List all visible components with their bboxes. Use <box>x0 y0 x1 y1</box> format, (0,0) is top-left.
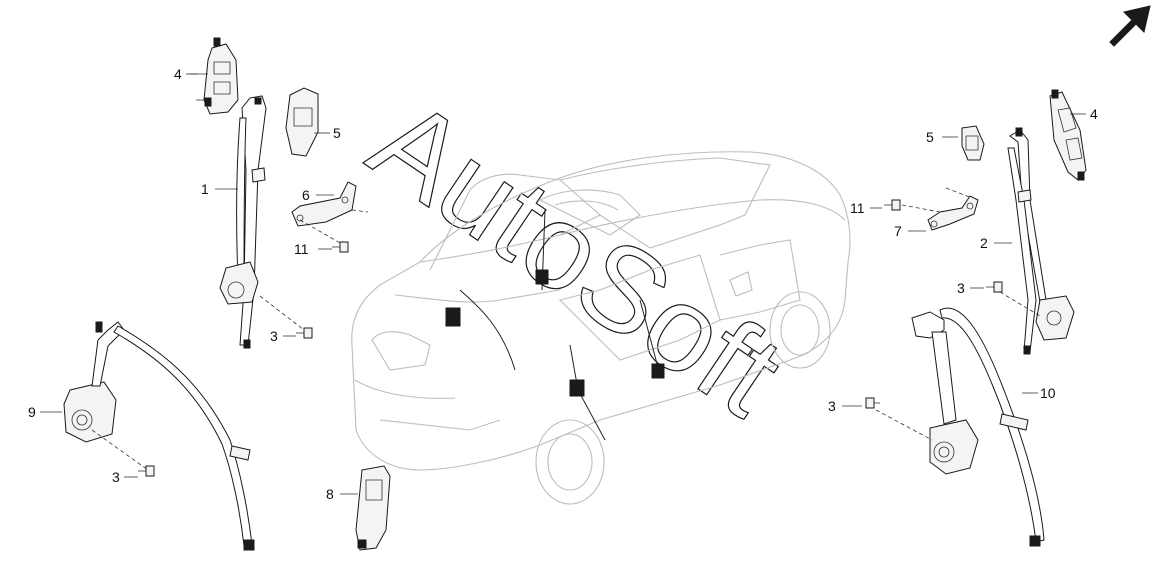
callout-6: 6 <box>302 187 310 203</box>
part-7-right-bracket <box>884 187 979 231</box>
callout-3-rear-right: 3 <box>828 398 836 414</box>
callout-labels: 4 1 5 6 11 3 9 3 8 4 5 11 7 2 3 3 10 <box>28 66 1098 502</box>
vehicle-belts <box>445 209 665 441</box>
callout-9: 9 <box>28 404 36 420</box>
part-5-left-upper-cover <box>285 87 319 157</box>
callout-5-right: 5 <box>926 129 934 145</box>
callout-10: 10 <box>1040 385 1056 401</box>
callout-4-right: 4 <box>1090 106 1098 122</box>
part-6-left-bracket <box>291 181 357 227</box>
part-2-front-right-seat-belt <box>986 127 1075 355</box>
callout-8: 8 <box>326 486 334 502</box>
callout-7: 7 <box>894 223 902 239</box>
callout-2: 2 <box>980 235 988 251</box>
part-9-rear-left-retractor <box>63 321 255 551</box>
left-bolts <box>259 209 369 339</box>
part-8-seat-belt-buckle <box>355 465 391 551</box>
callout-11-left: 11 <box>294 241 309 257</box>
callout-1: 1 <box>201 181 209 197</box>
callout-3-front-left: 3 <box>270 328 278 344</box>
part-4-right-height-adjuster <box>1049 89 1087 181</box>
callout-4-left: 4 <box>174 66 182 82</box>
part-1-front-left-seat-belt <box>219 95 267 349</box>
callout-leaders <box>40 73 1086 495</box>
part-5-right-upper-cover <box>961 125 985 161</box>
callout-3-front-right: 3 <box>957 280 965 296</box>
part-10-rear-right-seat-belt <box>865 307 1045 547</box>
callout-11-right: 11 <box>850 200 865 216</box>
vehicle-outline <box>351 151 851 505</box>
part-4-left-height-adjuster <box>190 37 239 115</box>
callout-3-rear-left: 3 <box>112 469 120 485</box>
callout-5-left: 5 <box>333 125 341 141</box>
front-direction-arrow-icon <box>1109 5 1151 47</box>
